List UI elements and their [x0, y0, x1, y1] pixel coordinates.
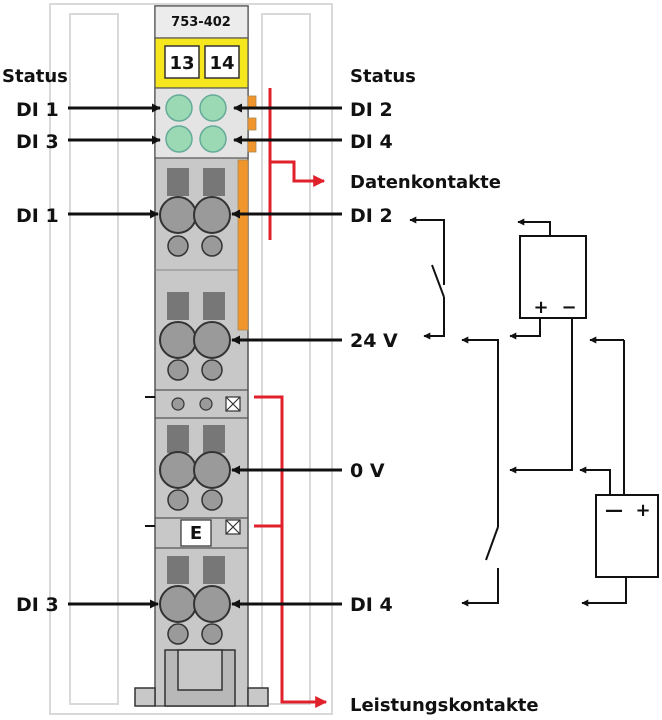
power-supply-plus-sign: + [635, 500, 650, 521]
wire-sensor-plus [509, 318, 541, 340]
wire-di4 [461, 568, 499, 607]
power-supply-box [595, 494, 659, 578]
sensor-supply-box [519, 235, 587, 319]
status-label-left: Status [2, 66, 68, 87]
power-contact-separator-upper [145, 389, 248, 419]
power-supply-minus-sign: — [605, 500, 623, 521]
label-di2-connection: DI 2 [350, 205, 393, 227]
terminal-block-24v [159, 292, 231, 381]
label-di2-led: DI 2 [350, 99, 393, 121]
din-rail-frame [49, 3, 333, 715]
status-led-di2 [199, 94, 227, 122]
power-contacts-indicator [254, 395, 328, 708]
wire-clamp-0v-left [159, 451, 197, 489]
wire-clamp-di4 [193, 585, 231, 623]
data-contacts [237, 95, 257, 331]
sensor-supply-plus-sign: + [533, 297, 548, 318]
status-led-di3 [165, 125, 193, 153]
wire-clamp-di1 [159, 196, 197, 234]
label-di4-connection: DI 4 [350, 594, 393, 616]
test-point [201, 235, 223, 257]
wire-switch-di2-supply [423, 297, 445, 340]
label-0v: 0 V [350, 460, 385, 482]
label-data-contacts: Datenkontakte [350, 172, 501, 193]
wire-clamp-di3 [159, 585, 197, 623]
wire-sensor-supply-top [517, 218, 551, 236]
ground-marker-label: E [190, 523, 202, 544]
terminal-block-upper [155, 168, 248, 271]
io-module: 753-402 13 14 [134, 5, 269, 707]
wire-clamp-24v-left [159, 321, 197, 359]
data-contacts-indicator [268, 88, 326, 240]
label-power-contacts: Leistungskontakte [350, 695, 539, 716]
wire-clamp-24v-right [193, 321, 231, 359]
terminal-block-0v [159, 425, 231, 511]
switch-di2 [431, 264, 445, 298]
wire-clamp-0v-right [193, 451, 231, 489]
spring-release-slot [203, 168, 225, 196]
label-24v: 24 V [350, 330, 398, 352]
label-di3-led: DI 3 [16, 131, 59, 153]
label-di1-led: DI 1 [16, 99, 59, 121]
wire-di2 [409, 216, 445, 285]
part-number: 753-402 [171, 15, 231, 30]
wire-sensor-minus [509, 318, 573, 474]
wire-24v-bus [461, 336, 499, 527]
label-di3-connection: DI 3 [16, 594, 59, 616]
switch-di4 [485, 526, 499, 561]
bottom-latch [134, 649, 269, 707]
ground-marker-box [180, 519, 212, 547]
terminal-number-13: 13 [169, 53, 194, 74]
external-wiring [409, 216, 659, 607]
test-point [167, 235, 189, 257]
power-contact-separator-lower: E [145, 517, 248, 549]
spring-release-slot [167, 168, 189, 196]
terminal-block-lower [159, 556, 231, 645]
status-label-right: Status [350, 66, 416, 87]
terminal-number-14-box [204, 45, 240, 79]
label-di4-led: DI 4 [350, 131, 393, 153]
wire-supply-minus [579, 466, 611, 495]
terminal-number-13-box [164, 45, 200, 79]
sensor-supply-minus-sign: − [561, 297, 576, 318]
status-led-di1 [165, 94, 193, 122]
label-di1-connection: DI 1 [16, 205, 59, 227]
wire-clamp-di2 [193, 196, 231, 234]
status-led-di4 [199, 125, 227, 153]
terminal-number-14: 14 [209, 53, 234, 74]
wire-supply-return [581, 577, 627, 607]
